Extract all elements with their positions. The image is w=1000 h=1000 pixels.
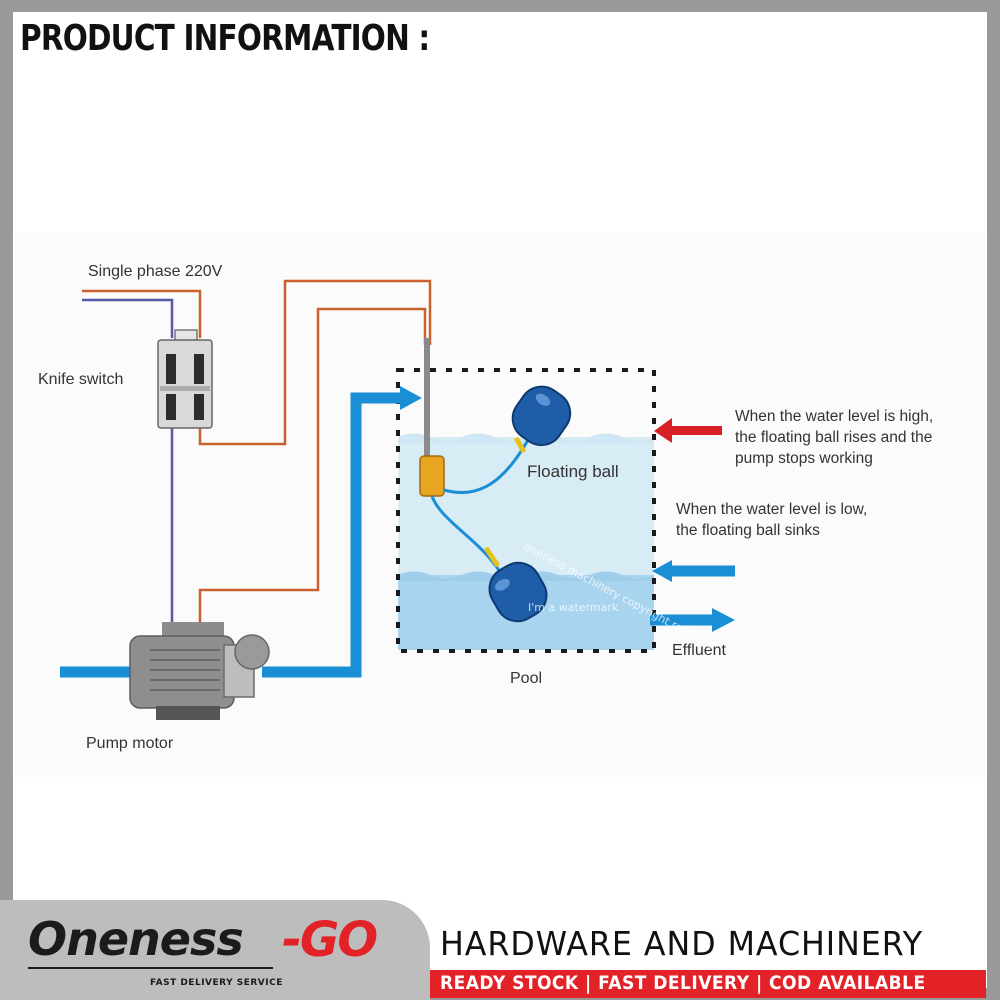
pool-label: Pool (510, 670, 543, 687)
pipe-outlet-arrow (400, 386, 422, 410)
pump-motor-label: Pump motor (86, 735, 174, 752)
footer-red-band (430, 970, 986, 998)
brand-name: Oneness (28, 912, 244, 966)
high-level-note-line: pump stops working (735, 450, 873, 467)
low-level-note-line: When the water level is low, (676, 501, 868, 518)
high-level-note: When the water level is high, the floati… (735, 406, 933, 469)
footer-brand-panel (0, 900, 430, 1000)
float-cable-high (443, 439, 530, 495)
pool-wall (396, 368, 656, 653)
brand-tagline: FAST DELIVERY SERVICE (150, 978, 283, 988)
brand-underline (28, 967, 273, 969)
pipe-effluent-arrow (712, 608, 735, 632)
wire-power-orange (82, 289, 202, 338)
brand-go-logo: -GO (282, 912, 378, 968)
footer-title: HARDWARE AND MACHINERY (440, 924, 924, 963)
high-level-note-line: When the water level is high, (735, 408, 934, 425)
knife-switch-icon (157, 329, 213, 429)
low-level-note: When the water level is low, the floatin… (676, 499, 867, 541)
wire-float-to-pump (198, 307, 427, 628)
float-weight (419, 455, 445, 497)
floating-ball-high-icon (511, 385, 572, 447)
knife-switch-label: Knife switch (38, 371, 124, 388)
pump-motor-icon (129, 622, 270, 720)
power-label: Single phase 220V (88, 263, 223, 280)
pipe-outlet (262, 392, 400, 678)
floating-ball-low-icon (488, 561, 548, 623)
effluent-label: Effluent (672, 642, 726, 659)
high-level-note-line: the floating ball rises and the (735, 429, 933, 446)
floating-ball-label: Floating ball (527, 462, 619, 481)
low-level-note-line: the floating ball sinks (676, 522, 820, 539)
pipe-inflow-arrow (652, 560, 672, 582)
high-level-arrow-shaft (670, 426, 722, 435)
page-title: PRODUCT INFORMATION : (20, 18, 430, 59)
watermark-text: I'm a watermark (528, 601, 619, 614)
wire-switch-to-float (198, 279, 432, 446)
float-rod (424, 338, 430, 458)
footer-tagline: READY STOCK | FAST DELIVERY | COD AVAILA… (440, 972, 926, 994)
high-level-arrow-head (654, 418, 672, 443)
wire-power-purple (82, 298, 174, 338)
